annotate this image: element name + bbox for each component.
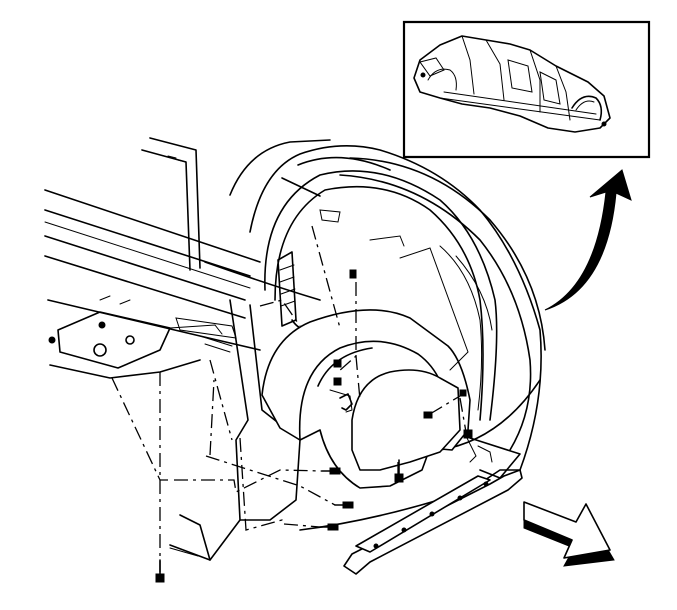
fastener-screw xyxy=(335,502,353,508)
fastener-screw xyxy=(334,360,341,385)
fastener-clip xyxy=(340,394,352,410)
rear-fascia xyxy=(340,158,545,478)
fastener-screw xyxy=(320,524,338,530)
fastener-screw xyxy=(322,468,340,474)
fasteners xyxy=(156,270,472,582)
vehicle-locator-icon xyxy=(414,36,610,132)
assembly-leader-lines xyxy=(112,226,466,572)
front-direction-arrow-icon xyxy=(524,502,614,566)
fastener-screw xyxy=(460,390,466,396)
location-curved-arrow-icon xyxy=(545,170,631,310)
quarter-panel xyxy=(45,138,541,560)
fastener-screw xyxy=(350,270,356,278)
fastener-screw xyxy=(424,412,432,418)
fastener-screw xyxy=(464,430,472,438)
inset-frame xyxy=(404,22,649,157)
liner-retainer-strip xyxy=(344,436,522,574)
fastener-screw xyxy=(395,460,403,482)
wheelhouse-liner xyxy=(262,248,470,488)
vehicle-locator-inset xyxy=(404,22,649,157)
